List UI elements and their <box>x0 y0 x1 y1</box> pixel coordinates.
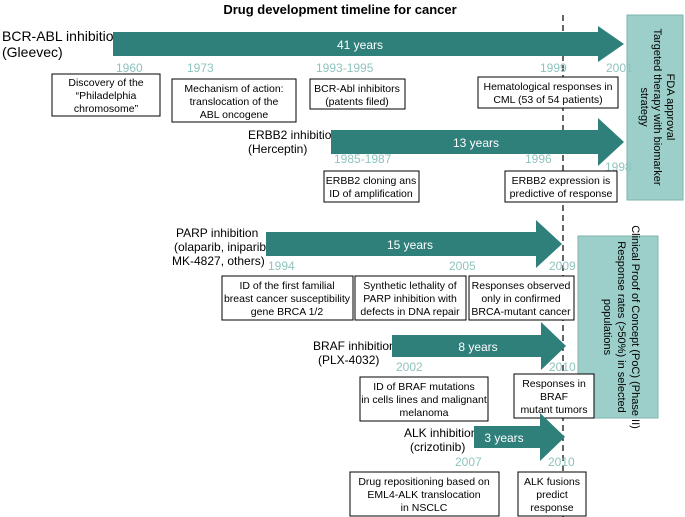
milestone-text: (patents filed) <box>325 96 389 108</box>
milestone-text: PARP inhibition with <box>363 293 457 305</box>
milestone-year: 1993-1995 <box>316 61 374 75</box>
milestone-text: breast cancer susceptibility <box>224 293 351 305</box>
panel-line: Response rates (>50%) in selected <box>615 241 627 413</box>
duration-label: 3 years <box>484 431 523 445</box>
milestone-year: 1985-1987 <box>334 152 392 166</box>
milestone-box <box>354 275 467 321</box>
milestone-year: 2010 <box>548 455 575 469</box>
duration-arrow <box>331 118 624 166</box>
milestone-text: in cells lines and malignant <box>361 394 487 406</box>
milestone-year: 1994 <box>268 259 295 273</box>
duration-label: 13 years <box>453 136 499 150</box>
milestone-text: melanoma <box>399 407 448 419</box>
milestone-text: ERBB2 cloning ans <box>326 175 416 187</box>
program-alk: ALK inhibition (crizotinib) 3 years 2007… <box>349 413 587 517</box>
fda-approval-panel: FDA approval Targeted therapy with bioma… <box>626 14 684 201</box>
milestone-year: 2010 <box>549 360 576 374</box>
milestone-text: predict <box>536 489 568 501</box>
milestone-text: chromosome” <box>74 103 139 115</box>
panel-bg <box>626 14 684 201</box>
milestone-text: Discovery of the <box>68 77 143 89</box>
milestone-text: response <box>530 502 573 514</box>
panel-line: FDA approval <box>664 74 676 141</box>
milestone-text: ID of BRAF mutations <box>373 381 475 393</box>
panel-line: populations <box>601 299 613 356</box>
milestone-text: BRCA-mutant cancer <box>471 306 571 318</box>
milestone-year: 1999 <box>540 61 567 75</box>
milestone-year: 2002 <box>396 360 423 374</box>
duration-label: 8 years <box>458 340 497 354</box>
milestone-text: “Philadelphia <box>76 90 137 102</box>
milestone-text: ID of amplification <box>329 188 413 200</box>
milestone-box <box>171 78 297 123</box>
milestone-text: mutant tumors <box>520 404 587 416</box>
milestone-text: Responses observed <box>472 280 571 292</box>
program-parp: PARP inhibition (olaparib, iniparib, MK-… <box>172 220 576 321</box>
drug-name: MK-4827, others) <box>172 254 265 268</box>
milestone-box <box>517 471 587 517</box>
milestone-text: in NSCLC <box>401 502 448 514</box>
drug-name: (olaparib, iniparib, <box>174 240 269 254</box>
milestone-box <box>323 170 420 203</box>
drug-name: BRAF inhibition <box>313 339 396 353</box>
milestone-year: 2009 <box>549 259 576 273</box>
milestone-text: EML4-ALK translocation <box>367 489 480 501</box>
milestone-text: predictive of response <box>510 188 613 200</box>
panel-line: Targeted therapy with biomarker <box>651 28 663 185</box>
milestone-year: 2005 <box>449 259 476 273</box>
drug-name: ALK inhibition <box>404 426 477 440</box>
drug-name: BCR-ABL inhibition <box>2 28 121 44</box>
milestone-text: only in confirmed <box>481 293 561 305</box>
milestone-text: Hematological responses in <box>484 81 613 93</box>
duration-arrow <box>474 413 565 461</box>
program-braf: BRAF inhibition (PLX-4032) 8 years 2002 … <box>313 322 595 422</box>
milestone-text: Synthetic lethality of <box>363 280 456 292</box>
milestone-box <box>359 376 489 422</box>
duration-label: 15 years <box>387 238 433 252</box>
program-bcr-abl: BCR-ABL inhibition (Gleevec) 41 years 19… <box>2 26 633 123</box>
milestone-text: CML (53 of 54 patients) <box>493 94 602 106</box>
milestone-box <box>349 471 500 517</box>
milestone-text: ID of the first familial <box>239 280 334 292</box>
milestone-box <box>477 76 619 109</box>
clinical-poc-panel: Clinical Proof of Concept (PoC) (Phase I… <box>577 225 659 429</box>
panel-line: strategy <box>638 87 650 127</box>
drug-name: PARP inhibition <box>176 226 258 240</box>
panel-line: Clinical Proof of Concept (PoC) (Phase I… <box>629 225 641 429</box>
milestone-box <box>221 275 354 321</box>
milestone-text: Drug repositioning based on <box>358 476 489 488</box>
milestone-box <box>468 275 575 321</box>
milestone-box <box>504 170 618 203</box>
drug-name: (crizotinib) <box>410 440 465 454</box>
duration-arrow <box>266 220 562 268</box>
milestone-box <box>309 78 406 110</box>
milestone-box <box>51 73 161 117</box>
milestone-year: 1960 <box>116 61 143 75</box>
milestone-text: translocation of the <box>190 96 279 108</box>
milestone-text: BRAF <box>540 391 568 403</box>
milestone-box <box>513 373 595 419</box>
milestone-text: ERBB2 expression is <box>512 175 611 187</box>
milestone-text: Responses in <box>522 378 586 390</box>
drug-name: (Herceptin) <box>248 142 307 156</box>
drug-name: (PLX-4032) <box>318 353 379 367</box>
milestone-text: defects in DNA repair <box>360 306 460 318</box>
drug-name: ERBB2 inhibition <box>248 128 338 142</box>
duration-label: 41 years <box>337 38 383 52</box>
program-erbb2: ERBB2 inhibition (Herceptin) 13 years 19… <box>248 118 632 203</box>
drug-name: (Gleevec) <box>2 44 63 60</box>
duration-arrow <box>392 322 566 370</box>
milestone-year: 1973 <box>187 61 214 75</box>
milestone-year: 2001 <box>606 61 633 75</box>
milestone-text: gene BRCA 1/2 <box>251 306 324 318</box>
milestone-text: Mechanism of action: <box>184 83 283 95</box>
milestone-year: 1996 <box>525 152 552 166</box>
diagram-title: Drug development timeline for cancer <box>223 2 456 17</box>
milestone-text: ABL oncogene <box>200 109 269 121</box>
milestone-year: 2007 <box>455 455 482 469</box>
milestone-text: ALK fusions <box>524 476 580 488</box>
duration-arrow <box>113 26 624 62</box>
milestone-text: BCR-Abl inhibitors <box>314 83 400 95</box>
